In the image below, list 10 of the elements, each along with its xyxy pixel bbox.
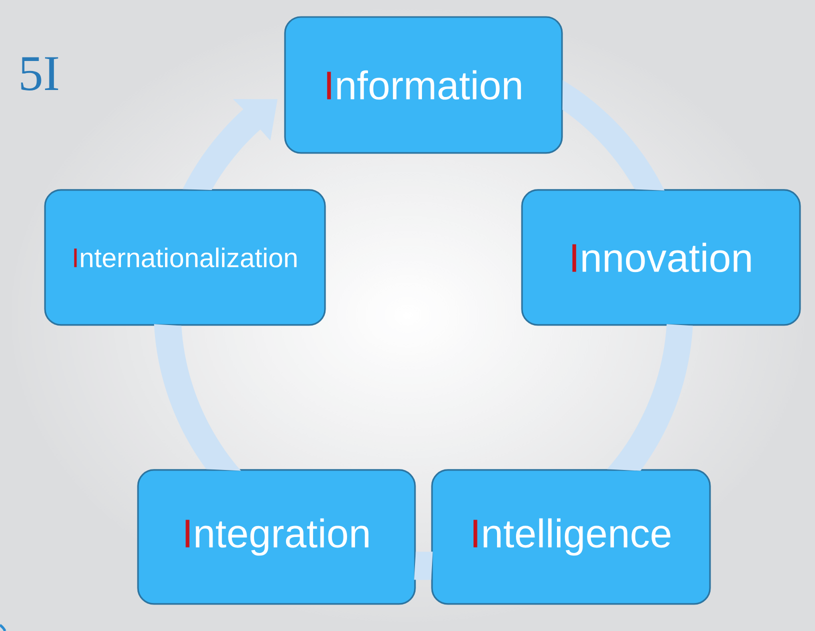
slide-title: 5I bbox=[21, 57, 58, 90]
rounded-box: Internationalization bbox=[44, 189, 326, 326]
rounded-box: Intelligence bbox=[431, 469, 711, 605]
curved-band bbox=[607, 324, 693, 471]
rounded-box: Information bbox=[284, 16, 563, 154]
curved-arrow bbox=[182, 99, 278, 190]
rounded-box: Integration bbox=[137, 469, 416, 605]
rounded-box: Innovation bbox=[521, 189, 801, 326]
curved-band bbox=[154, 324, 242, 471]
curved-band bbox=[562, 80, 665, 191]
